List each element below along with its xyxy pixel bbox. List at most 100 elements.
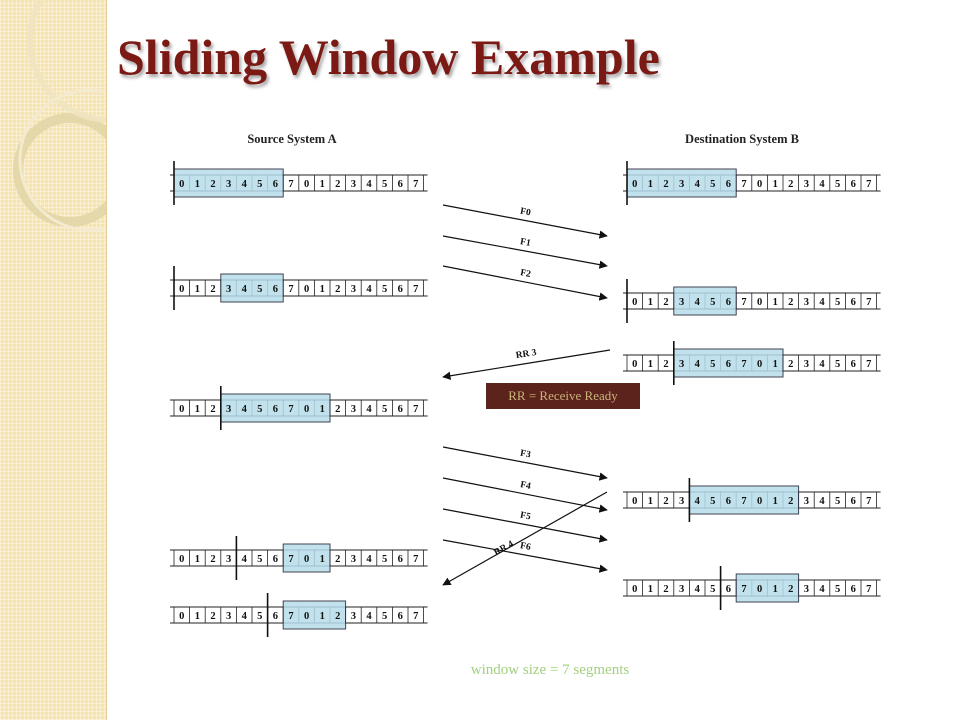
sequence-number: 6: [726, 496, 731, 507]
sequence-number: 4: [695, 179, 701, 190]
sequence-number: 5: [257, 179, 262, 190]
sequence-number: 1: [320, 611, 325, 622]
sequence-number: 0: [632, 179, 637, 190]
sequence-number: 2: [663, 496, 668, 507]
window-box: [173, 168, 284, 198]
frame-label: RR 4: [492, 539, 515, 558]
window-box: [673, 286, 737, 316]
sequence-number: 3: [804, 584, 809, 595]
sequence-number: 4: [366, 284, 372, 295]
sequence-number: 2: [663, 297, 668, 308]
sequence-number: 7: [741, 496, 746, 507]
sequence-number: 1: [648, 359, 653, 370]
sequence-number: 2: [335, 284, 340, 295]
sequence-number: 2: [788, 584, 793, 595]
sequence-number: 6: [273, 611, 278, 622]
sequence-number: 5: [382, 404, 387, 415]
sequence-number: 3: [804, 496, 809, 507]
sequence-number: 6: [851, 584, 856, 595]
sequence-number: 4: [366, 554, 372, 565]
arrow-line: [442, 508, 608, 543]
sequence-number: 5: [710, 496, 715, 507]
sequence-number: 2: [335, 179, 340, 190]
sequence-number: 0: [757, 359, 762, 370]
sequence-number: 0: [304, 611, 309, 622]
sequence-number: 6: [851, 496, 856, 507]
sequence-number: 2: [335, 404, 340, 415]
sequence-number: 1: [195, 554, 200, 565]
sequence-number: 0: [632, 584, 637, 595]
frame-arrow: F4: [442, 477, 608, 513]
sequence-number: 6: [398, 179, 403, 190]
sequence-number: 5: [257, 611, 262, 622]
sequence-number: 4: [695, 496, 701, 507]
sequence-number: 6: [398, 554, 403, 565]
sequence-number: 1: [773, 584, 778, 595]
sequence-number: 2: [210, 554, 215, 565]
sequence-number: 7: [413, 404, 418, 415]
sequence-number: 3: [351, 611, 356, 622]
sequence-number: 7: [288, 554, 293, 565]
sequence-number: 2: [335, 611, 340, 622]
frame-arrow: F6: [442, 539, 608, 573]
sequence-number: 7: [741, 297, 746, 308]
frame-arrow: RR 3: [442, 348, 611, 380]
sequence-number: 5: [835, 496, 840, 507]
sequence-number: 7: [866, 359, 871, 370]
sequence-number: 2: [788, 359, 793, 370]
sequence-number: 7: [288, 284, 293, 295]
sequence-number: 6: [851, 297, 856, 308]
sequence-number: 4: [819, 297, 825, 308]
sequence-number: 1: [773, 359, 778, 370]
sequence-number: 7: [741, 359, 746, 370]
sequence-number: 3: [679, 179, 684, 190]
frame-arrow: F2: [442, 265, 608, 301]
sequence-number: 3: [679, 297, 684, 308]
sequence-number: 3: [679, 584, 684, 595]
sequence-number: 6: [398, 284, 403, 295]
sequence-number: 6: [726, 584, 731, 595]
sequence-number: 0: [179, 284, 184, 295]
receive-ready-note: RR = Receive Ready: [486, 383, 640, 409]
sequence-number: 4: [819, 359, 825, 370]
window-box: [673, 348, 784, 378]
sequence-number: 0: [179, 179, 184, 190]
sequence-number: 4: [242, 554, 248, 565]
arrow-line: [442, 265, 608, 301]
sequence-number: 4: [242, 611, 248, 622]
sequence-number: 1: [195, 404, 200, 415]
sequence-number: 0: [757, 496, 762, 507]
decorative-circles: [13, 0, 106, 232]
sequence-number: 1: [320, 404, 325, 415]
sequence-number: 5: [710, 179, 715, 190]
sequence-number: 6: [273, 554, 278, 565]
sequence-number: 2: [335, 554, 340, 565]
sequence-number: 3: [351, 554, 356, 565]
sequence-number: 1: [773, 496, 778, 507]
frame-arrow: RR 4: [442, 491, 608, 586]
sequence-number: 0: [757, 584, 762, 595]
sequence-number: 5: [257, 404, 262, 415]
frame-arrow: F1: [442, 235, 608, 269]
sequence-number: 1: [773, 179, 778, 190]
sequence-number: 2: [210, 179, 215, 190]
sequence-number: 7: [288, 404, 293, 415]
sequence-number: 5: [382, 179, 387, 190]
sequence-number: 4: [819, 584, 825, 595]
frame-label: F6: [519, 541, 531, 553]
sequence-number: 1: [320, 554, 325, 565]
frame-arrow: F0: [442, 204, 608, 239]
frame-label: F0: [519, 207, 531, 219]
sequence-number: 4: [695, 359, 701, 370]
sequence-number: 6: [726, 297, 731, 308]
sequence-number: 5: [835, 179, 840, 190]
sequence-number: 0: [304, 404, 309, 415]
sequence-number: 6: [851, 359, 856, 370]
sequence-number: 1: [195, 284, 200, 295]
frame-arrow: F3: [442, 446, 608, 481]
sequence-number: 1: [195, 611, 200, 622]
frame-label: F5: [519, 511, 531, 523]
